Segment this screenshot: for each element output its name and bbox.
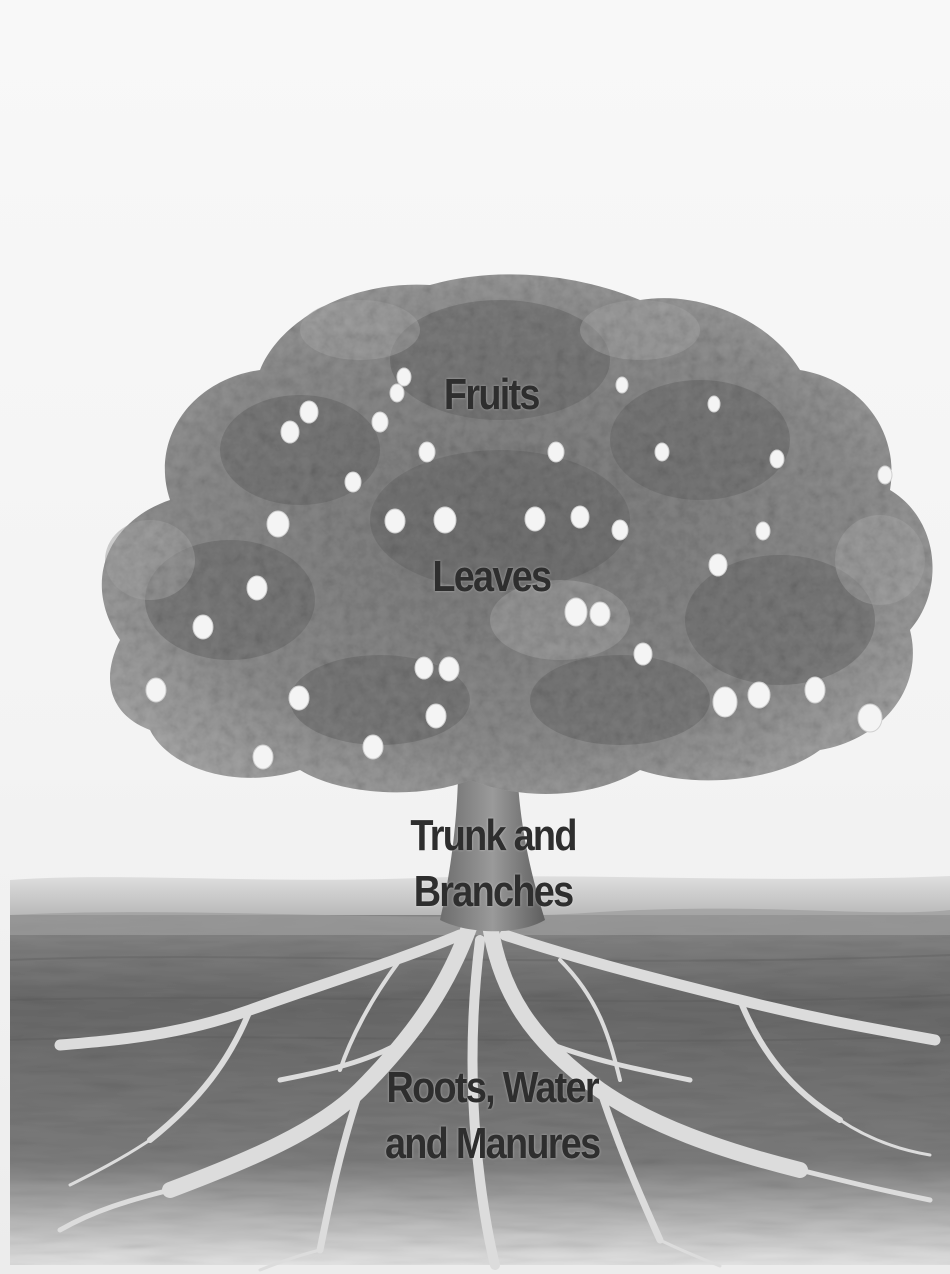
label-roots-line-1: Roots, Water bbox=[67, 1060, 884, 1116]
label-leaves: Leaves bbox=[67, 552, 884, 602]
label-trunk-line-2: Branches bbox=[67, 864, 884, 920]
label-trunk-and-branches: Trunk and Branches bbox=[67, 808, 884, 920]
label-roots-water-manures: Roots, Water and Manures bbox=[67, 1060, 884, 1172]
label-trunk-line-1: Trunk and bbox=[67, 808, 884, 864]
label-fruits-text: Fruits bbox=[67, 370, 884, 420]
label-leaves-text: Leaves bbox=[67, 552, 884, 602]
label-roots-line-2: and Manures bbox=[67, 1116, 884, 1172]
canopy bbox=[102, 274, 933, 794]
label-fruits: Fruits bbox=[67, 370, 884, 420]
